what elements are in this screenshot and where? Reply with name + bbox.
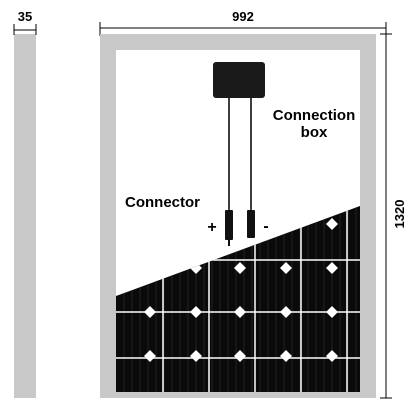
cell-corner-diamond — [326, 350, 338, 362]
negative-sign: - — [263, 218, 268, 235]
cell-corner-diamond — [234, 306, 246, 318]
cell-corner-diamond — [326, 218, 338, 230]
cell-corner-diamond — [144, 306, 156, 318]
width-dimension: 992 — [99, 9, 387, 36]
width-dim-label: 992 — [232, 9, 254, 24]
height-dimension: 1320 — [380, 33, 407, 399]
connection-box-label-line2: box — [301, 124, 328, 141]
side-frame-bar — [14, 34, 36, 398]
cell-corner-diamond — [326, 306, 338, 318]
connector-label: Connector — [125, 194, 200, 211]
height-dim-label: 1320 — [392, 200, 407, 229]
cell-corner-diamond — [280, 262, 292, 274]
cell-corner-diamond — [234, 262, 246, 274]
cell-corner-diamond — [280, 306, 292, 318]
front-view: Connection box Connector + - — [100, 34, 376, 398]
cell-corner-diamond — [190, 350, 202, 362]
positive-sign: + — [207, 219, 216, 236]
connection-box — [213, 62, 265, 98]
connection-box-label-line1: Connection — [273, 107, 356, 124]
cell-corner-diamond — [144, 350, 156, 362]
negative-connector — [247, 210, 255, 238]
cell-corner-diamond — [326, 262, 338, 274]
positive-connector — [225, 210, 233, 240]
thickness-dim-label: 35 — [18, 9, 32, 24]
cell-corner-diamond — [280, 350, 292, 362]
cell-corner-diamond — [190, 306, 202, 318]
side-view: 35 — [13, 9, 37, 398]
cell-corner-diamond — [234, 350, 246, 362]
